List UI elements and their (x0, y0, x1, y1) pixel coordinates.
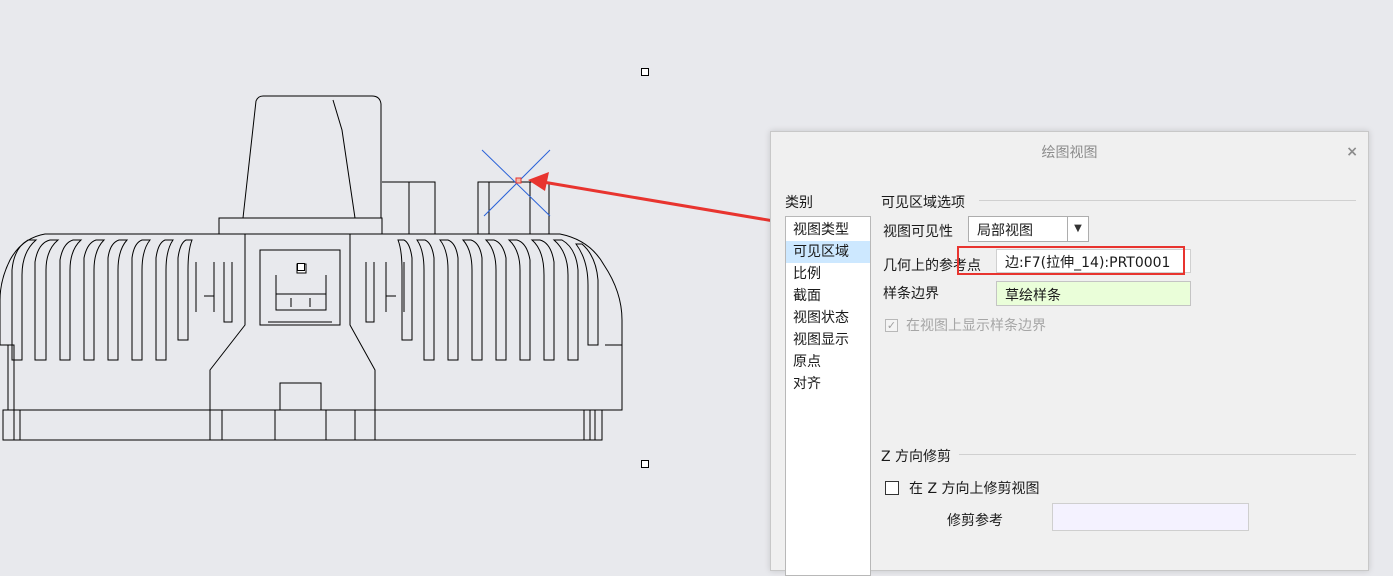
trim-reference-label: 修剪参考 (947, 513, 1003, 529)
crosshair-icon (481, 149, 551, 217)
category-item-view-display[interactable]: 视图显示 (793, 332, 849, 348)
z-trim-option[interactable]: 在 Z 方向上修剪视图 (885, 478, 1040, 498)
selection-handle-center[interactable] (297, 263, 305, 271)
category-item-alignment[interactable]: 对齐 (793, 376, 821, 392)
show-spline-label: 在视图上显示样条边界 (906, 318, 1046, 334)
ref-point-field[interactable]: 边:F7(拉伸_14):PRT0001 (996, 249, 1191, 273)
show-spline-boundary-option[interactable]: ✓ 在视图上显示样条边界 (885, 315, 1046, 335)
selection-handle-top[interactable] (641, 68, 649, 76)
section-divider (979, 200, 1356, 201)
drawing-canvas[interactable] (0, 0, 1393, 558)
ref-point-value: 边:F7(拉伸_14):PRT0001 (1005, 255, 1171, 271)
category-item-view-states[interactable]: 视图状态 (793, 310, 849, 326)
visibility-label: 视图可见性 (883, 224, 953, 240)
category-item-section[interactable]: 截面 (793, 288, 821, 304)
ref-point-label: 几何上的参考点 (883, 258, 981, 274)
z-trim-label: 在 Z 方向上修剪视图 (909, 481, 1040, 497)
category-item-origin[interactable]: 原点 (793, 354, 821, 370)
category-list: 视图类型 可见区域 比例 截面 视图状态 视图显示 原点 对齐 (785, 216, 871, 576)
section-divider (959, 454, 1356, 455)
cad-part-drawing (0, 95, 623, 441)
z-trim-section-title: Z 方向修剪 (881, 449, 952, 465)
close-icon[interactable]: × (1346, 144, 1358, 160)
dropdown-arrow-icon[interactable]: ▼ (1067, 217, 1088, 241)
category-label: 类别 (785, 195, 813, 211)
category-item-view-type[interactable]: 视图类型 (793, 222, 849, 238)
drawing-view-dialog: 绘图视图 × 类别 视图类型 可见区域 比例 截面 视图状态 视图显示 原点 对… (770, 131, 1369, 576)
category-item-visible-area[interactable]: 可见区域 (786, 241, 870, 263)
spline-boundary-value: 草绘样条 (1005, 288, 1061, 304)
selection-handle-bottom[interactable] (641, 460, 649, 468)
visibility-select[interactable]: 局部视图 ▼ (968, 216, 1089, 242)
z-trim-checkbox[interactable] (885, 481, 899, 495)
spline-boundary-label: 样条边界 (883, 286, 939, 302)
show-spline-checkbox[interactable]: ✓ (885, 318, 898, 332)
trim-reference-field[interactable] (1052, 503, 1249, 531)
spline-boundary-field[interactable]: 草绘样条 (996, 281, 1191, 306)
dialog-title: 绘图视图 (1041, 145, 1098, 161)
annotation-highlight-box (957, 246, 1185, 275)
visible-area-section-title: 可见区域选项 (881, 195, 965, 211)
category-item-scale[interactable]: 比例 (793, 266, 821, 282)
visibility-select-value: 局部视图 (977, 223, 1033, 239)
checkmark-icon: ✓ (886, 318, 897, 332)
